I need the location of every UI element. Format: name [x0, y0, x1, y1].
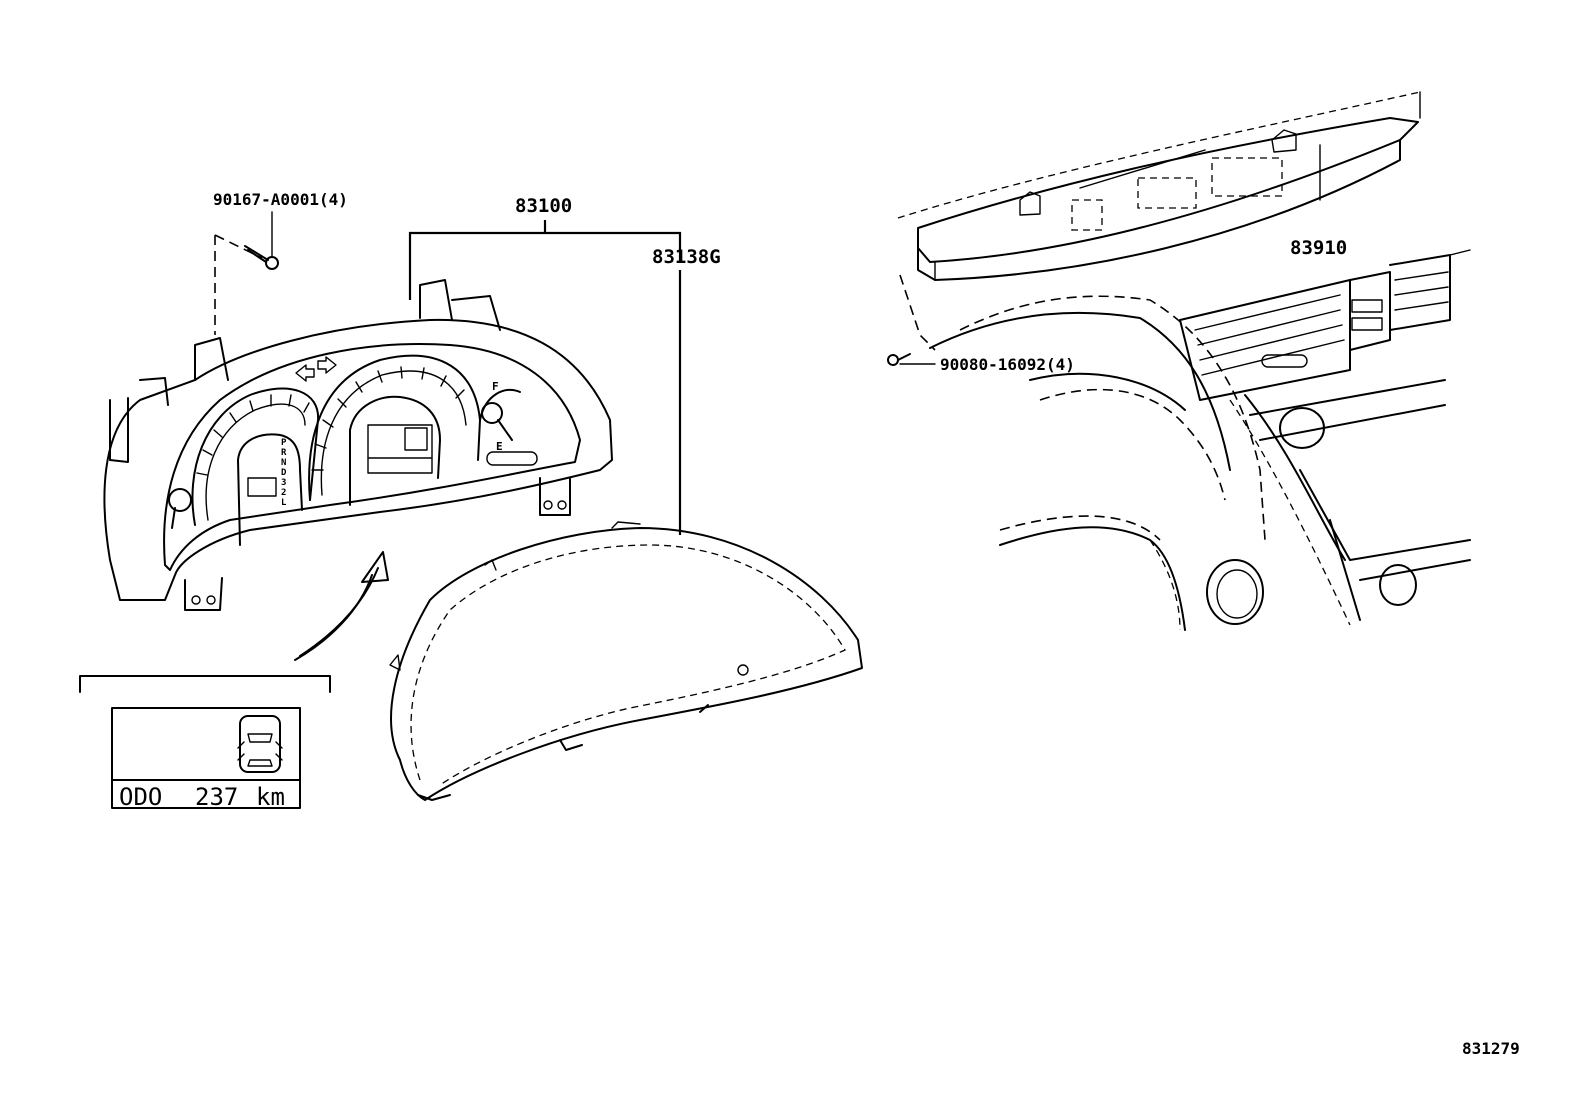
odo-inset: ODO 237 km [79, 675, 331, 811]
label-83910: 83910 [1290, 237, 1347, 259]
gear-letter-2: 2 [281, 488, 286, 498]
gear-letter-p: P [281, 438, 287, 448]
screw-90167 [214, 234, 279, 335]
assembly-arrow-icon [294, 551, 389, 661]
gear-letter-d: D [281, 468, 287, 478]
dashboard-panel [887, 91, 1471, 631]
gear-letter-3: 3 [281, 478, 286, 488]
odo-label: ODO [119, 783, 162, 811]
fuel-full-mark: F [492, 380, 499, 393]
label-90167-a0001: 90167-A0001(4) [213, 190, 348, 209]
odo-unit: km [256, 783, 285, 811]
gear-letter-l: L [281, 498, 287, 508]
label-90080-16092: 90080-16092(4) [940, 355, 1075, 374]
combination-meter-assembly: P R N D 3 2 L F E [103, 279, 613, 611]
door-open-car-icon [237, 715, 283, 773]
meter-glass-83138g [389, 521, 863, 801]
gear-letter-n: N [281, 458, 286, 468]
label-83138g: 83138G [652, 246, 721, 268]
odo-value: 237 [195, 783, 238, 811]
diagram-id: 831279 [1462, 1039, 1520, 1058]
gear-letter-r: R [281, 448, 287, 458]
label-83100: 83100 [515, 195, 572, 217]
fuel-empty-mark: E [496, 440, 503, 453]
